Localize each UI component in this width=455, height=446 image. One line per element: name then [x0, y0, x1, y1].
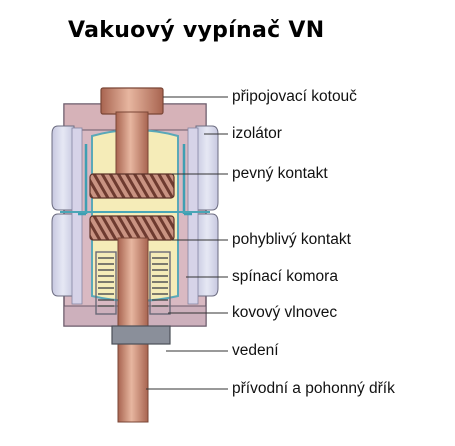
fixed-stem	[115, 111, 149, 177]
label-switching-chamber: spínací komora	[232, 268, 338, 285]
bellows-frame-right	[149, 251, 171, 315]
insulator-inner-left	[71, 127, 83, 305]
metal-bellows	[95, 251, 171, 315]
label-drive-rod: přívodní a pohonný dřík	[232, 380, 395, 397]
moving-contact	[89, 215, 175, 241]
guide-bushing	[111, 325, 171, 345]
insulator-left-upper	[51, 125, 75, 211]
insulator-right-lower	[195, 213, 219, 297]
insulator	[51, 125, 219, 305]
label-metal-bellows: kovový vlnovec	[232, 304, 338, 321]
label-insulator: izolátor	[232, 125, 282, 142]
shield-right	[182, 144, 192, 216]
insulator-inner-right	[187, 127, 199, 305]
label-moving-contact: pohyblivý kontakt	[232, 231, 351, 248]
connection-disc	[100, 87, 164, 115]
shield-left	[78, 144, 88, 216]
diagram-title: Vakuový vypínač VN	[68, 18, 325, 43]
bellows-left	[98, 257, 114, 307]
leader-lines	[146, 96, 228, 390]
bellows-frame-left	[95, 251, 117, 315]
label-guide: vedení	[232, 342, 279, 359]
label-fixed-contact: pevný kontakt	[232, 165, 328, 182]
bellows-right	[152, 257, 168, 307]
label-connection-disc: připojovací kotouč	[232, 88, 357, 105]
insulator-left-lower	[51, 213, 75, 297]
fixed-contact	[89, 173, 175, 199]
insulator-right-upper	[195, 125, 219, 211]
